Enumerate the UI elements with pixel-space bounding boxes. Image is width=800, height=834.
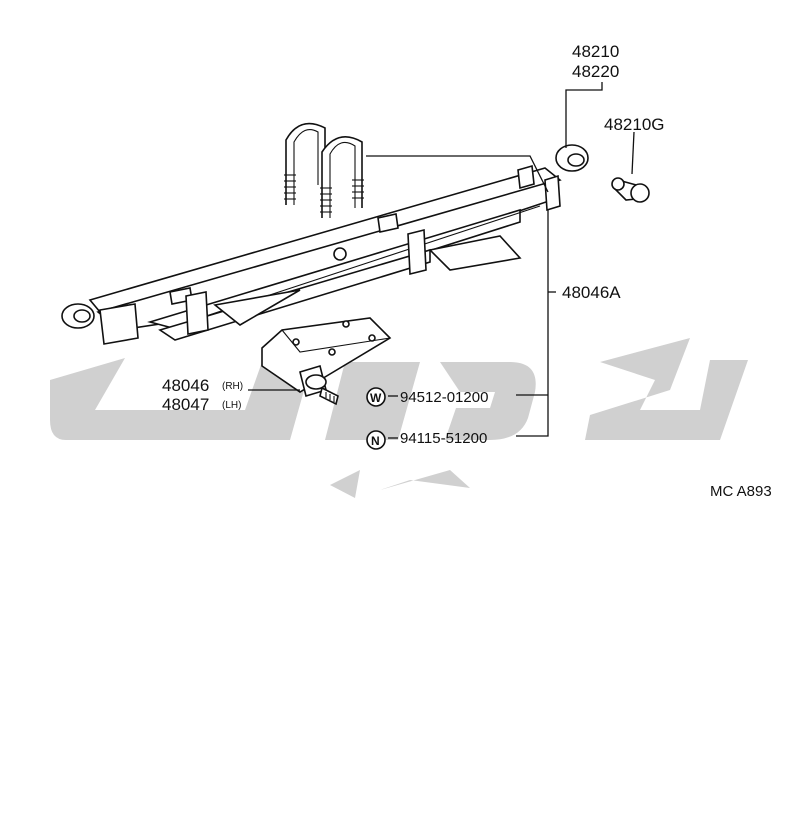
nut-mark: N xyxy=(371,434,380,448)
washer-callout: W 94512-01200 xyxy=(366,387,488,407)
bushing-part xyxy=(611,177,650,203)
watermark-logo xyxy=(50,338,748,498)
spring-clip-center xyxy=(377,213,427,276)
part-label-48210g: 48210G xyxy=(604,115,665,134)
part-label-48046: 48046 xyxy=(162,376,209,395)
nut-callout: N 94115-51200 xyxy=(366,430,487,450)
part-label-48210: 48210 xyxy=(572,42,619,61)
part-side-lh: (LH) xyxy=(222,400,241,411)
leader-lines xyxy=(248,82,635,439)
part-side-rh: (RH) xyxy=(222,381,243,392)
spring-seat xyxy=(213,235,522,326)
part-label-48047: 48047 xyxy=(162,395,209,414)
part-label-48046a: 48046A xyxy=(562,283,621,302)
part-label-48220: 48220 xyxy=(572,62,619,81)
washer-mark: W xyxy=(370,391,382,405)
part-label-94512-01200: 94512-01200 xyxy=(400,389,488,406)
leaf-spring xyxy=(88,167,562,341)
spring-front-eye xyxy=(61,287,209,345)
spring-rear-eye xyxy=(517,144,589,212)
u-bolts xyxy=(284,122,364,218)
spring-bracket xyxy=(261,317,392,406)
part-label-94115-51200: 94115-51200 xyxy=(400,430,487,447)
diagram-code: MC A893 xyxy=(710,483,772,500)
